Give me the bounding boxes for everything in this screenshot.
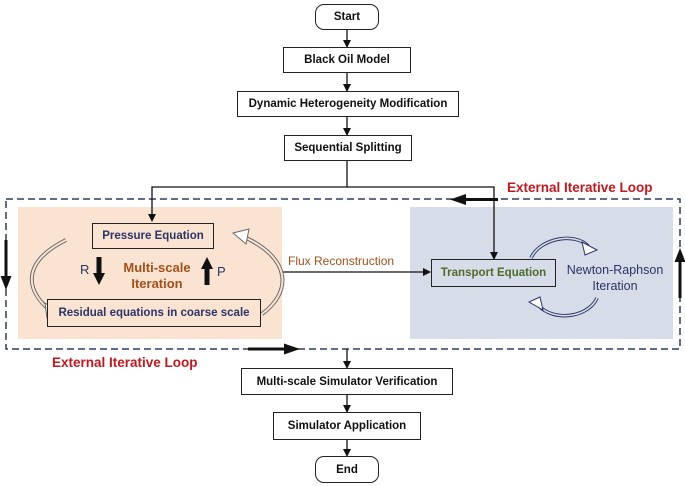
arrow-splitting-to-pressure	[148, 161, 348, 222]
loop-arrow-top	[450, 194, 498, 205]
arrow-splitting-to-transport	[347, 186, 498, 260]
splitting-box: Sequential Splitting	[284, 135, 412, 161]
external-loop-label-bottom: External Iterative Loop	[52, 355, 198, 370]
black-oil-model-box: Black Oil Model	[283, 47, 411, 73]
restriction-arrow-down	[93, 257, 105, 285]
application-box: Simulator Application	[273, 412, 421, 440]
loop-arrow-left	[0, 240, 12, 290]
cycle-arrow-icon	[527, 296, 599, 318]
multiscale-iteration-line2: Iteration	[131, 276, 183, 291]
loop-arrow-bottom	[248, 343, 300, 355]
prolongation-label: P	[217, 264, 226, 279]
start-terminal: Start	[315, 4, 379, 30]
flux-reconstruction-label: Flux Reconstruction	[288, 254, 395, 268]
cycle-arrow-icon	[529, 236, 599, 259]
pressure-equation-box: Pressure Equation	[92, 223, 214, 249]
loop-arrow-right	[674, 248, 685, 298]
end-terminal: End	[315, 456, 379, 483]
residual-equations-box: Residual equations in coarse scale	[47, 299, 261, 327]
newton-raphson-line2: Iteration	[592, 279, 638, 293]
multiscale-iteration-line1: Multi-scale	[123, 260, 191, 275]
heterogeneity-box: Dynamic Heterogeneity Modification	[237, 91, 459, 117]
restriction-label: R	[80, 262, 90, 277]
verification-box: Multi-scale Simulator Verification	[241, 368, 453, 395]
external-loop-label-top: External Iterative Loop	[507, 180, 653, 195]
prolongation-arrow-up	[201, 257, 213, 285]
transport-equation-box: Transport Equation	[431, 259, 556, 287]
newton-raphson-line1: Newton-Raphson	[566, 263, 664, 277]
